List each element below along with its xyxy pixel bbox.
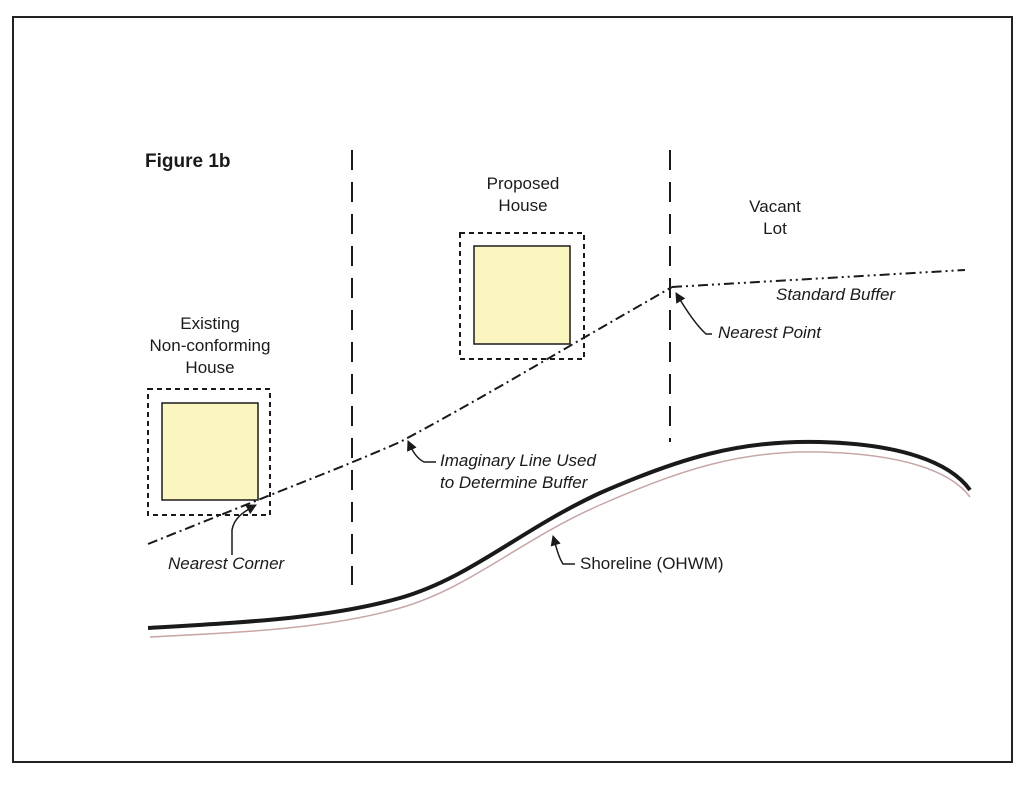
nearest-corner-arrow	[231, 504, 257, 555]
shoreline-arrow	[550, 534, 575, 565]
vacant-lot-label: Vacant Lot	[749, 197, 801, 238]
nearest-corner-label: Nearest Corner	[168, 554, 285, 573]
shoreline-shadow	[149, 451, 971, 638]
imaginary-line-label: Imaginary Line Used to Determine Buffer	[440, 451, 596, 492]
imaginary-buffer-line	[147, 286, 673, 545]
existing-house-setback-outline	[147, 388, 271, 516]
imaginary-line-arrow	[407, 440, 436, 463]
proposed-house-setback-outline	[459, 232, 585, 360]
proposed-house-label: Proposed House	[486, 174, 560, 215]
nearest-point-arrow	[675, 292, 712, 335]
shoreline-ohwm	[147, 439, 972, 630]
nearest-point-label: Nearest Point	[718, 323, 821, 342]
shoreline-label: Shoreline (OHWM)	[580, 554, 724, 573]
existing-house-label: Existing Non-conforming House	[149, 314, 271, 377]
standard-buffer-label: Standard Buffer	[776, 285, 896, 304]
existing-house-footprint	[161, 402, 259, 501]
proposed-house-footprint	[473, 245, 571, 345]
figure-title: Figure 1b	[145, 151, 231, 172]
